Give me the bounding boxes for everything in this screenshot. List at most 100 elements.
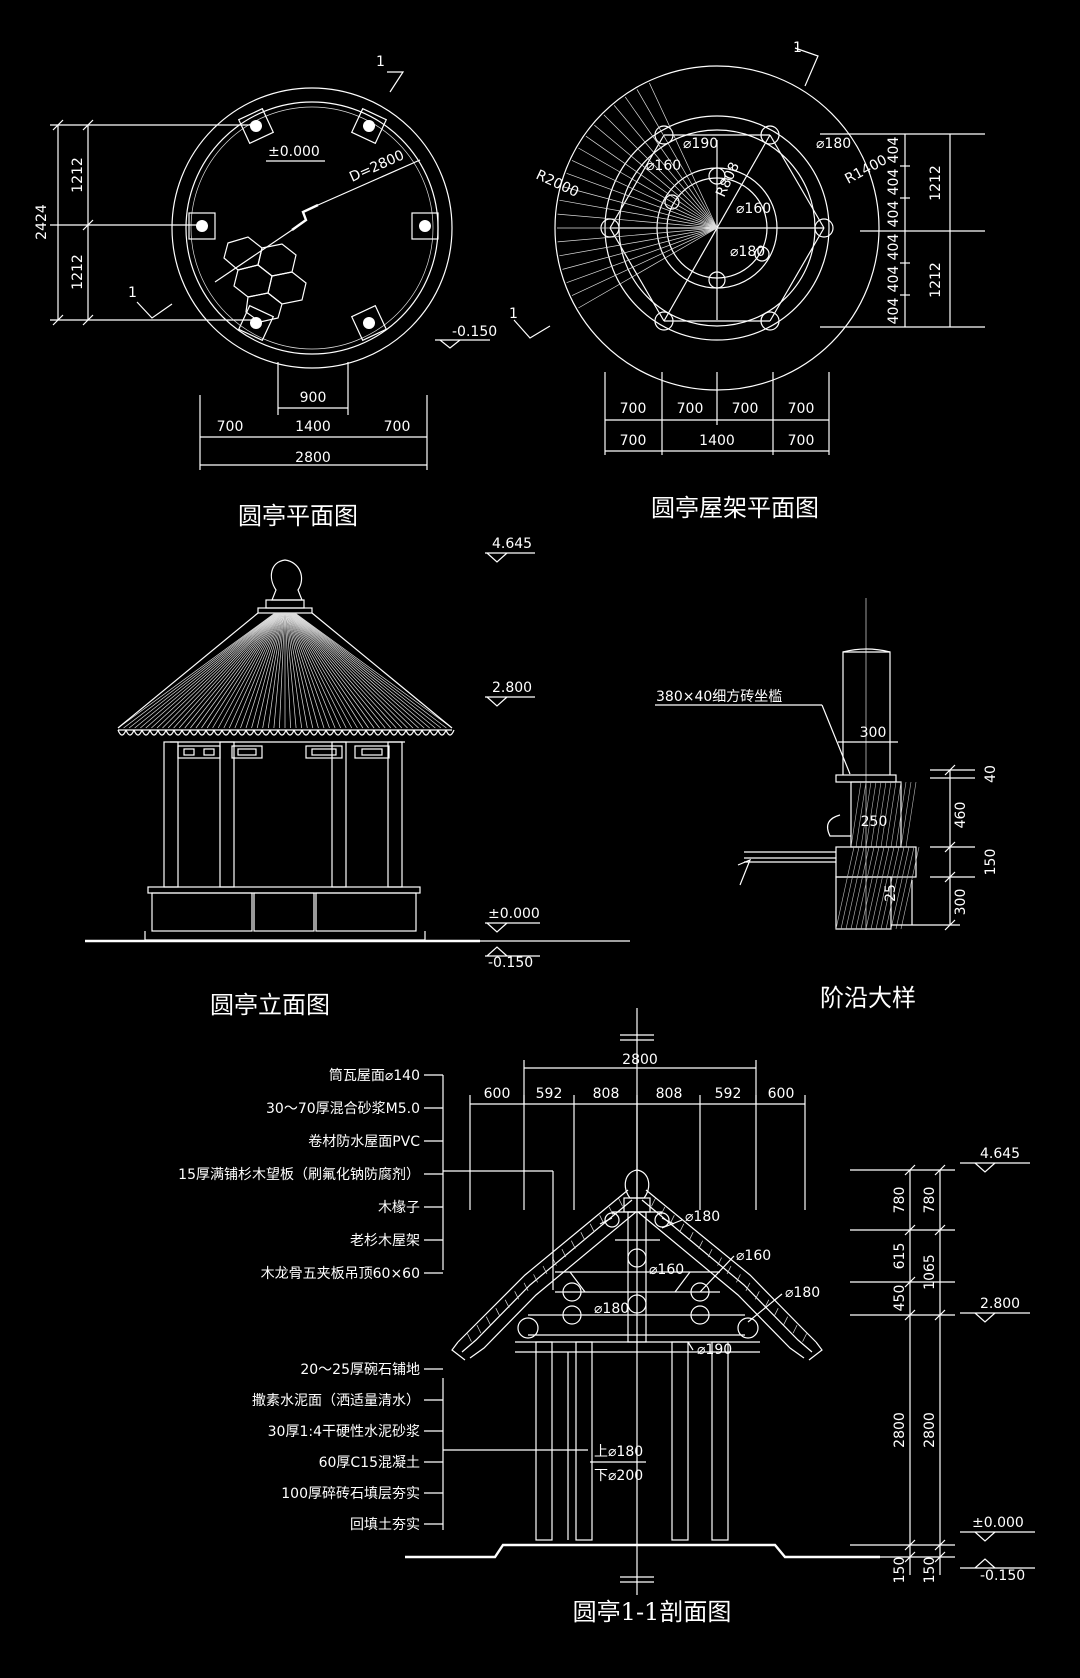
sec-top-dim: 592 <box>536 1086 563 1102</box>
step-hatch-upper <box>850 781 917 848</box>
step-d250: 250 <box>861 814 888 830</box>
plan-dim-inner: 900 <box>300 390 327 406</box>
step-d300: 300 <box>860 725 887 741</box>
sec-roof-note: 筒瓦屋面⌀140 <box>329 1067 420 1084</box>
section-roof-notes: 筒瓦屋面⌀140 30～70厚混合砂浆M5.0 卷材防水屋面PVC 15厚满铺杉木望板… <box>178 1067 443 1282</box>
sec-level-ground: -0.150 <box>980 1568 1025 1584</box>
sec-floor-note: 100厚碎砖石填层夯实 <box>281 1486 420 1502</box>
elevation-title: 圆亭立面图 <box>210 991 330 1019</box>
section-columns <box>535 1341 729 1541</box>
sec-roof-note: 卷材防水屋面PVC <box>308 1134 420 1150</box>
sec-level-eave: 2.800 <box>980 1296 1020 1312</box>
plan-dim-right: 700 <box>384 419 411 435</box>
sec-roof-note: 15厚满铺杉木望板（刷氟化钠防腐剂） <box>178 1166 420 1183</box>
roof-bottom-dim: 700 <box>788 401 815 417</box>
plan-dim-vert-lower: 1212 <box>70 254 86 290</box>
roof-bottom-dim: 700 <box>677 401 704 417</box>
roof-bottom-dim: 700 <box>732 401 759 417</box>
roof-right-dim: 404 <box>886 137 902 164</box>
paving-pattern <box>223 236 307 323</box>
step-d300b: 300 <box>953 889 969 916</box>
roof-rafter-fan <box>557 82 718 309</box>
roof-d160-center: ⌀160 <box>736 201 771 217</box>
sec-d160-right: ⌀160 <box>736 1248 771 1264</box>
sec-col-bottom: 下⌀200 <box>594 1468 643 1484</box>
sec-top-dim: 592 <box>715 1086 742 1102</box>
sec-d180-left: ⌀180 <box>594 1301 629 1317</box>
step-hatch-lower <box>835 846 920 930</box>
roof-bottom-dim: 700 <box>788 433 815 449</box>
roof-right-total-1: 1212 <box>928 165 944 201</box>
sec-right-dim-a: 615 <box>892 1243 908 1270</box>
roof-right-total-2: 1212 <box>928 262 944 298</box>
plan-section-mark-bottom: 1 <box>128 285 137 301</box>
plan-dim-mid: 1400 <box>295 419 331 435</box>
step-note: 380×40细方砖坐槛 <box>656 689 782 705</box>
sec-top-dim: 808 <box>593 1086 620 1102</box>
plan-level-top: ±0.000 <box>268 144 320 160</box>
sec-right-dim-b: 780 <box>922 1187 938 1214</box>
plan-title: 圆亭平面图 <box>238 502 358 530</box>
roof-right-dim: 404 <box>886 201 902 228</box>
plan-diameter: D=2800 <box>347 147 407 185</box>
section-roof <box>451 1189 823 1361</box>
sec-right-dim-b: 150 <box>922 1557 938 1584</box>
sec-top-total: 2800 <box>622 1052 658 1068</box>
sec-top-dim: 808 <box>656 1086 683 1102</box>
roof-section-mark-top: 1 <box>793 40 802 56</box>
step-d40: 40 <box>983 765 999 783</box>
sec-d190: ⌀190 <box>697 1342 732 1358</box>
elevation-eave-scallop <box>117 729 455 736</box>
sec-right-dim-b: 1065 <box>922 1254 938 1290</box>
step-d150: 150 <box>983 849 999 876</box>
elevation-view: 4.645 2.800 ±0.000 -0.150 圆亭立面图 <box>85 536 630 1019</box>
roof-r-outer: R2000 <box>533 167 581 201</box>
sec-roof-note: 木龙骨五夹板吊顶60×60 <box>261 1266 420 1282</box>
sec-d160-center: ⌀160 <box>649 1262 684 1278</box>
sec-col-top: 上⌀180 <box>594 1444 643 1460</box>
section-top-dims: 600 592 808 808 592 600 <box>469 1060 806 1210</box>
sec-right-dim-a: 150 <box>892 1557 908 1584</box>
plan-dim-total: 2800 <box>295 450 331 466</box>
step-detail-title: 阶沿大样 <box>820 984 916 1012</box>
section-roof-ticks <box>467 1198 807 1342</box>
roof-plan-title: 圆亭屋架平面图 <box>651 494 819 522</box>
roof-plan-view: R2000 R1400 R808 ⌀190 ⌀180 ⌀160 ⌀160 ⌀18… <box>509 40 985 522</box>
sec-level-top: 4.645 <box>980 1146 1020 1162</box>
plan-dim-left: 700 <box>217 419 244 435</box>
plan-section-mark-top: 1 <box>376 54 385 70</box>
plan-dim-vert-upper: 1212 <box>70 157 86 193</box>
plan-level-bottom: -0.150 <box>452 324 497 340</box>
elev-level-top: 4.645 <box>492 536 532 552</box>
sec-right-dim-b: 2800 <box>922 1412 938 1448</box>
sec-roof-note: 老杉木屋架 <box>350 1233 420 1249</box>
sec-d180-top: ⌀180 <box>685 1209 720 1225</box>
roof-r-ring: R808 <box>713 160 743 200</box>
sec-floor-note: 撒素水泥面（洒适量清水） <box>252 1393 420 1409</box>
sec-top-dim: 600 <box>768 1086 795 1102</box>
sec-roof-note: 30～70厚混合砂浆M5.0 <box>266 1101 420 1117</box>
sec-floor-note: 回填土夯实 <box>350 1517 420 1533</box>
sec-top-dim: 600 <box>484 1086 511 1102</box>
sec-floor-note: 60厚C15混凝土 <box>319 1455 420 1471</box>
roof-d190: ⌀190 <box>683 136 718 152</box>
sec-right-dim-a: 2800 <box>892 1412 908 1448</box>
section-purlins <box>517 1212 759 1339</box>
sec-floor-note: 20～25厚碗石铺地 <box>300 1362 420 1378</box>
elevation-lattice <box>170 741 405 759</box>
roof-bottom-dim: 1400 <box>699 433 735 449</box>
elevation-columns <box>163 741 403 888</box>
sec-right-dim-a: 780 <box>892 1187 908 1214</box>
elevation-base <box>144 886 426 941</box>
elev-level-ground: -0.150 <box>488 955 533 971</box>
plan-columns <box>188 107 439 342</box>
sec-d180-right: ⌀180 <box>785 1285 820 1301</box>
roof-section-mark-bottom: 1 <box>509 306 518 322</box>
roof-d160-left: ⌀160 <box>646 158 681 174</box>
roof-r-inner: R1400 <box>842 152 890 187</box>
roof-right-dim: 404 <box>886 266 902 293</box>
roof-right-dim: 404 <box>886 169 902 196</box>
